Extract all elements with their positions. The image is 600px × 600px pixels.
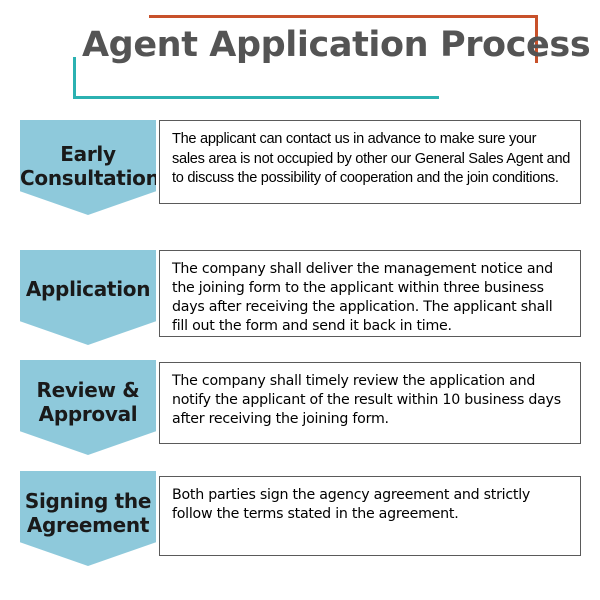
- stage-arrow-1[interactable]: Early Consultation: [20, 120, 156, 215]
- description-text-3: The company shall timely review the appl…: [172, 373, 561, 427]
- description-text-2: The company shall deliver the management…: [172, 261, 553, 334]
- stage-label-3: Review & Approval: [36, 378, 140, 426]
- stage-arrow-4[interactable]: Signing the Agreement: [20, 471, 156, 566]
- description-box-1: The applicant can contact us in advance …: [159, 120, 581, 204]
- stage-arrow-2[interactable]: Application: [20, 250, 156, 345]
- orange-top-rule: [149, 15, 538, 18]
- description-text-1: The applicant can contact us in advance …: [172, 131, 571, 186]
- page-title: Agent Application Process: [82, 25, 591, 65]
- stage-label-2: Application: [25, 277, 151, 301]
- description-box-2: The company shall deliver the management…: [159, 250, 581, 337]
- description-box-3: The company shall timely review the appl…: [159, 362, 581, 444]
- teal-left-rule: [73, 57, 76, 99]
- orange-right-rule: [535, 15, 538, 63]
- description-text-4: Both parties sign the agency agreement a…: [172, 487, 531, 522]
- description-box-4: Both parties sign the agency agreement a…: [159, 476, 581, 556]
- title-block: Agent Application Process: [0, 0, 600, 112]
- stage-label-4: Signing the Agreement: [24, 489, 152, 537]
- teal-bottom-rule: [73, 96, 439, 99]
- stage-arrow-3[interactable]: Review & Approval: [20, 360, 156, 455]
- stage-label-1: Early Consultation: [20, 142, 160, 190]
